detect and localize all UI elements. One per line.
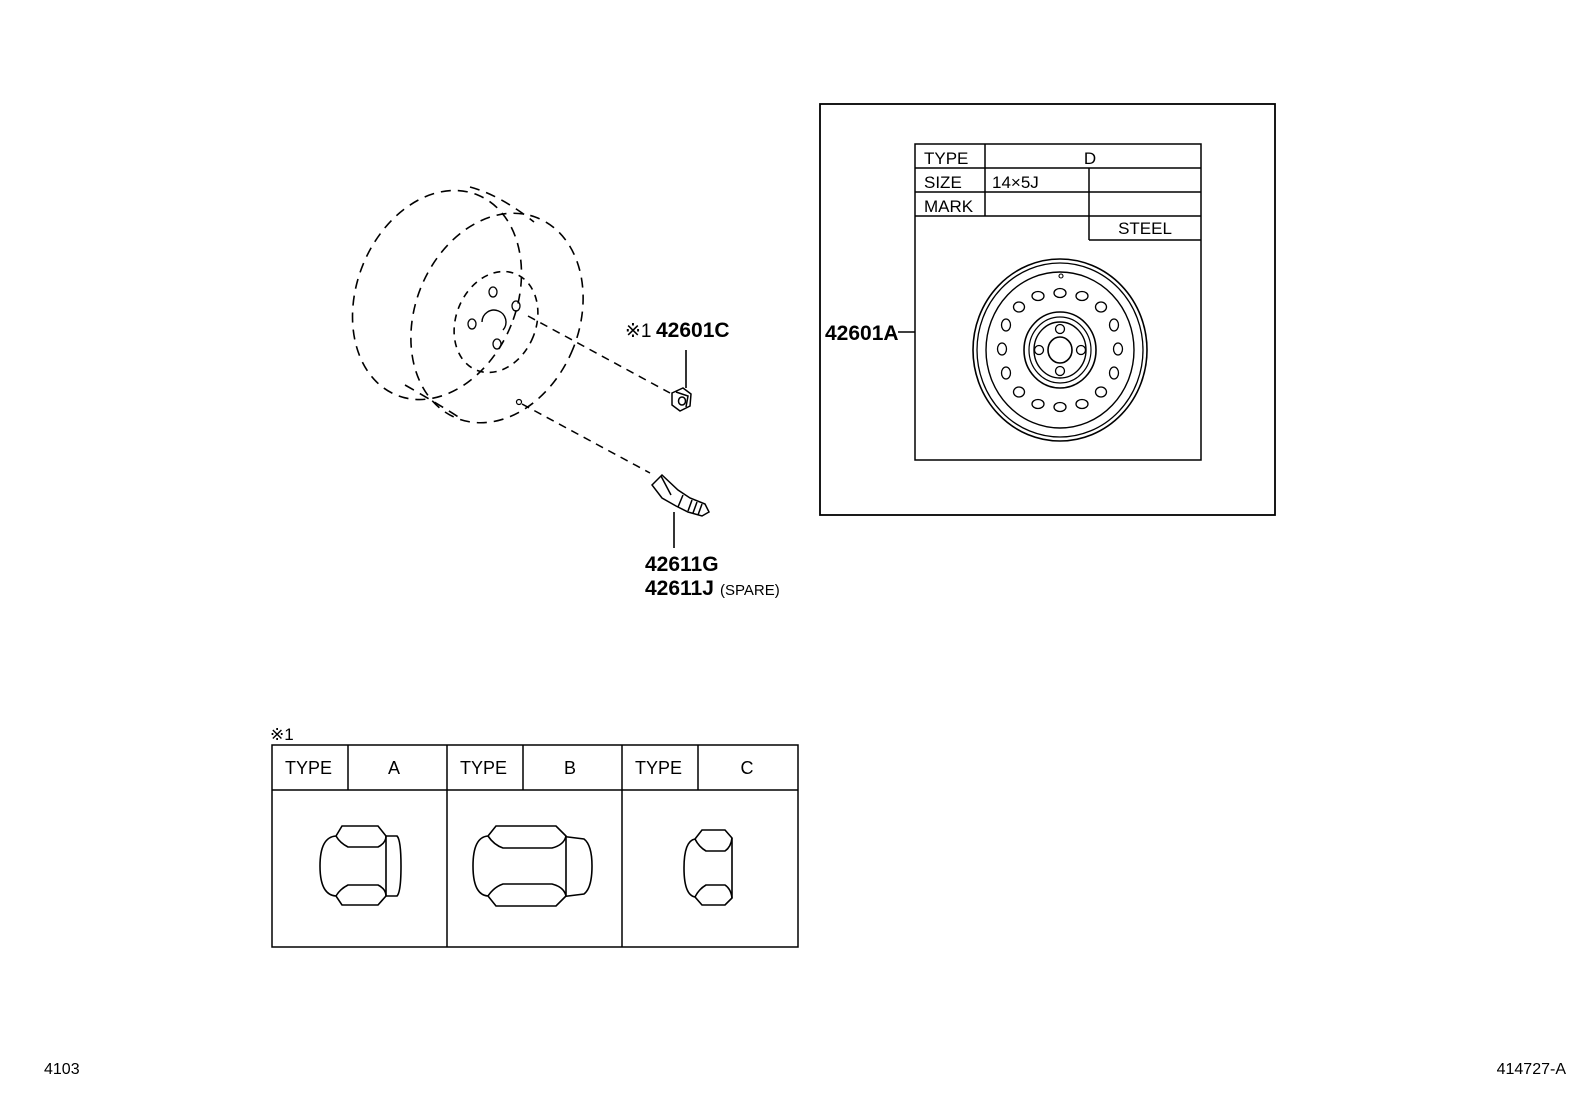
leader-lines [521, 315, 671, 474]
footer-right-code: 414727-A [1497, 1061, 1567, 1078]
nut-type-b-value: B [564, 758, 576, 778]
wheel-part-number: 42601A [825, 322, 899, 345]
valve-spare-note: (SPARE) [720, 582, 780, 599]
wheel-type-value: D [1084, 149, 1096, 168]
nut-part-number: 42601C [656, 319, 730, 342]
wheel-detail-frame [819, 103, 1276, 516]
nut-type-c-icon [683, 829, 733, 906]
nut-type-a-label: TYPE [285, 758, 332, 778]
valve-part-number-j: 42611J [645, 577, 714, 600]
wheel-size-label: SIZE [924, 173, 962, 192]
nut-type-a-value: A [388, 758, 400, 778]
valve-part-number-g: 42611G [645, 553, 719, 576]
nut-type-b-icon [472, 825, 593, 907]
nut-table-marker: ※1 [270, 725, 294, 744]
valve-stem-icon [651, 473, 710, 517]
nut-type-c-label: TYPE [635, 758, 682, 778]
steel-wheel-icon [972, 258, 1148, 442]
lug-nut-icon [671, 387, 692, 412]
wheel-spec-table [914, 143, 1202, 461]
wheel-illustration [351, 186, 584, 424]
nut-type-b-label: TYPE [460, 758, 507, 778]
nut-marker: ※1 [625, 321, 652, 342]
nut-type-a-icon [319, 825, 402, 906]
wheel-type-label: TYPE [924, 149, 968, 168]
nut-type-table [271, 744, 799, 948]
wheel-size-value: 14×5J [992, 173, 1039, 192]
footer-left-code: 4103 [44, 1061, 80, 1078]
nut-type-c-value: C [741, 758, 754, 778]
wheel-material: STEEL [1118, 219, 1172, 238]
wheel-mark-label: MARK [924, 197, 974, 216]
